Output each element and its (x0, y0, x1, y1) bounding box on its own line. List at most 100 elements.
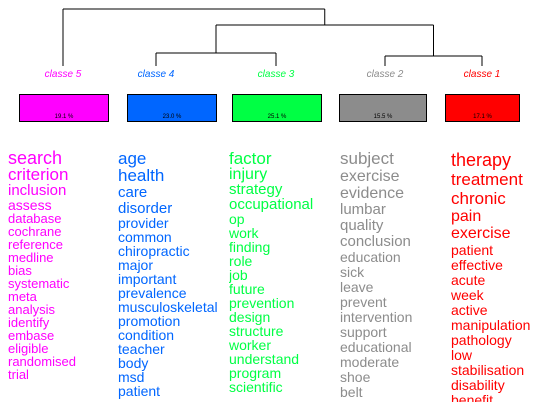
keyword: patient (118, 383, 161, 399)
keyword: database (8, 211, 62, 226)
keyword: evidence (340, 185, 405, 202)
keyword: meta (8, 289, 37, 304)
class-label-classe-1: classe 1 (463, 69, 501, 80)
keyword: trial (8, 367, 29, 382)
keyword: condition (118, 327, 175, 343)
class-box-classe-3: 25.1 % (232, 94, 322, 122)
keyword: msd (118, 369, 145, 385)
keyword: belt (340, 384, 363, 400)
keyword: acute (451, 272, 486, 288)
keyword: conclusion (340, 233, 411, 250)
keyword: job (229, 267, 248, 283)
keyword: week (451, 287, 484, 303)
keyword: subject (340, 150, 394, 168)
keyword: medline (8, 250, 54, 265)
keyword: chronic (451, 189, 506, 208)
keyword: musculoskeletal (118, 299, 218, 315)
keyword: occupational (229, 196, 314, 213)
keyword: scientific (229, 379, 283, 395)
keyword: common (118, 229, 172, 245)
keyword: patient (451, 242, 494, 258)
keyword: effective (451, 257, 503, 273)
keyword: age (118, 150, 147, 168)
keyword: work (229, 225, 259, 241)
keyword: reference (8, 237, 63, 252)
keyword: finding (229, 239, 271, 255)
keyword: prevent (340, 294, 387, 310)
keyword: support (340, 324, 387, 340)
keyword: intervention (340, 309, 413, 325)
keyword: provider (118, 215, 169, 231)
keyword: prevention (229, 295, 295, 311)
keyword: factor (229, 150, 272, 168)
keyword: health (118, 166, 165, 185)
class-percentage: 19.1 % (54, 114, 74, 120)
keyword: search (8, 150, 63, 168)
class-box-classe-2: 15.5 % (339, 94, 427, 122)
keyword: major (118, 257, 154, 273)
keyword: low (451, 347, 473, 363)
keyword: cochrane (8, 224, 62, 239)
keyword: systematic (8, 276, 70, 291)
keyword: pain (451, 208, 482, 225)
keyword: stabilisation (451, 362, 525, 378)
keyword: assess (8, 197, 52, 213)
class-box-classe-5: 19.1 % (19, 94, 109, 122)
dendrogram (62, 8, 483, 66)
class-label-classe-5: classe 5 (44, 69, 82, 80)
keyword: important (118, 271, 177, 287)
keyword: leave (340, 279, 374, 295)
keyword: disability (451, 377, 505, 393)
keyword: exercise (340, 168, 400, 185)
keyword: analysis (8, 302, 55, 317)
keyword: randomised (8, 354, 76, 369)
keyword: exercise (451, 225, 511, 242)
keyword: therapy (451, 150, 512, 170)
keyword: quality (340, 217, 384, 234)
keyword: criterion (8, 165, 69, 184)
class-label-classe-2: classe 2 (366, 69, 404, 80)
keyword: worker (229, 337, 272, 353)
keyword: design (229, 309, 271, 325)
keyword: chiropractic (118, 243, 190, 259)
keyword: op (229, 211, 245, 227)
keyword: program (229, 365, 282, 381)
keyword: pathology (451, 332, 512, 348)
keyword: bias (8, 263, 32, 278)
keyword: embase (8, 328, 55, 343)
class-percentage: 25.1 % (267, 114, 287, 120)
keyword: strategy (229, 181, 283, 198)
keyword: future (229, 281, 265, 297)
keyword: identify (8, 315, 50, 330)
class-label-classe-3: classe 3 (257, 69, 295, 80)
class-percentage: 17.1 % (473, 114, 492, 120)
keyword: treatment (451, 170, 523, 189)
class-label-classe-4: classe 4 (137, 69, 175, 80)
keyword: teacher (118, 341, 165, 357)
keyword: eligible (8, 341, 49, 356)
keyword: shoe (340, 369, 371, 385)
keyword: promotion (118, 313, 181, 329)
keyword: understand (229, 351, 300, 367)
keyword: structure (229, 323, 284, 339)
keyword: body (118, 355, 149, 371)
keyword: benefit (451, 392, 494, 403)
class-box-classe-1: 17.1 % (445, 94, 520, 122)
keyword: education (340, 249, 401, 265)
keyword: disorder (118, 200, 173, 217)
keyword: moderate (340, 354, 400, 370)
class-box-classe-4: 23.0 % (127, 94, 217, 122)
keyword: injury (229, 166, 268, 183)
keyword: manipulation (451, 317, 531, 333)
keyword: prevalence (118, 285, 187, 301)
keyword: educational (340, 339, 412, 355)
class-percentage: 15.5 % (373, 114, 393, 120)
keyword: active (451, 302, 488, 318)
keyword: inclusion (8, 182, 67, 199)
keyword: lumbar (340, 201, 386, 218)
